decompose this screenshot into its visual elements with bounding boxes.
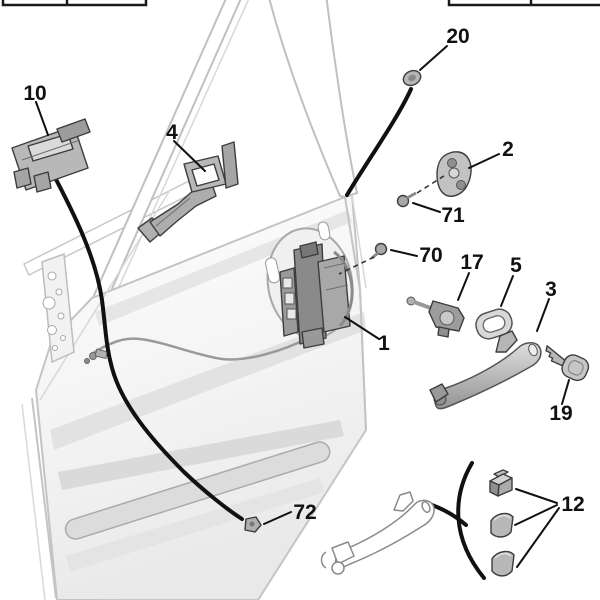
part-72-nut bbox=[244, 516, 262, 533]
callout-label-71: 71 bbox=[441, 204, 465, 227]
callout-label-19: 19 bbox=[549, 402, 572, 425]
part-4-handle-bracket bbox=[137, 141, 239, 243]
part-2-plate bbox=[436, 151, 472, 197]
exterior-handle-unpainted bbox=[320, 491, 435, 575]
panel-slot bbox=[265, 257, 281, 284]
callout-label-1: 1 bbox=[378, 332, 390, 355]
clip-1 bbox=[489, 469, 513, 497]
callout-label-12: 12 bbox=[561, 493, 584, 516]
part-12-clips bbox=[489, 469, 515, 577]
assembly-axis-70 bbox=[338, 256, 375, 275]
callout-label-10: 10 bbox=[23, 82, 46, 105]
part-5-gasket bbox=[475, 308, 513, 340]
part-19-key bbox=[545, 345, 590, 382]
callout-label-5: 5 bbox=[510, 254, 522, 277]
table-fragment-top-left bbox=[1, 0, 148, 7]
release-cable bbox=[84, 336, 309, 364]
leader-lines bbox=[35, 45, 570, 568]
part-10-interior-handle bbox=[11, 118, 91, 193]
callout-label-72: 72 bbox=[293, 501, 316, 524]
callout-label-4: 4 bbox=[166, 121, 178, 144]
callout-labels: 10 4 20 2 71 70 17 5 3 19 1 72 12 bbox=[23, 25, 584, 524]
panel-slot bbox=[317, 221, 331, 241]
part-71-screw bbox=[396, 191, 417, 208]
callout-label-70: 70 bbox=[419, 244, 442, 267]
part-20-grommet bbox=[402, 69, 422, 87]
clip-3 bbox=[491, 550, 515, 577]
clip-2 bbox=[490, 512, 514, 538]
part-1-door-latch bbox=[279, 241, 354, 349]
part-17-lock-cylinder bbox=[406, 296, 465, 338]
callout-label-2: 2 bbox=[502, 138, 514, 161]
door-window-frame bbox=[23, 0, 359, 301]
callout-label-17: 17 bbox=[460, 251, 483, 274]
door-edge-trim bbox=[41, 252, 75, 364]
part-70-screw bbox=[371, 242, 388, 260]
callout-label-20: 20 bbox=[446, 25, 469, 48]
routing-curves bbox=[48, 87, 486, 580]
callout-label-3: 3 bbox=[545, 278, 557, 301]
part-3-exterior-handle bbox=[429, 330, 542, 410]
assembly-axis-71 bbox=[416, 173, 448, 194]
table-fragment-top-right bbox=[447, 0, 600, 7]
